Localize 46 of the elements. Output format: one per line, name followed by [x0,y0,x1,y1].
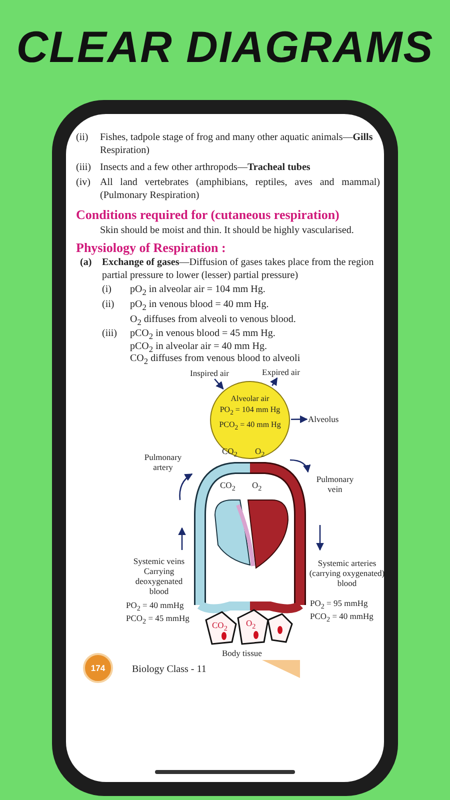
diagram-label: Alveolus [308,414,339,424]
arrow [291,415,308,424]
footer-text: Biology Class - 11 [132,663,208,676]
diagram-label: CO$_{2}$ [212,620,228,634]
diagram-label: Expired air [262,367,300,377]
body-text: pO$_{2}$ in venous blood = 40 mm Hg. [130,298,270,314]
section-heading: Conditions required for (cutaneous respiration) [76,207,340,222]
body-text: O$_{2}$ diffuses from alveoli to venous blood. [130,313,297,329]
body-text: pCO$_{2}$ in venous blood = 45 mm Hg. [130,327,276,342]
diagram-label: Systemic veins Carrying deoxygenated blood [132,556,186,596]
diagram-label: PO$_{2}$ = 104 mm Hg [218,404,282,419]
body-text: Exchange of gases—Diffusion of gases takes place from the region partial pressure to lower (lesser) partial pressure) [102,256,375,282]
diagram-label: O$_{2}$ [246,618,257,632]
diagram-label: O$_{2}$ [255,446,266,460]
list-marker: (iii) [102,327,118,340]
diagram-label: PO$_{2}$ = 95 mmHg [310,598,369,612]
list-marker: (a) [80,256,93,269]
list-marker: (ii) [102,298,116,311]
diagram-label: Alveolar air [230,393,270,404]
list-marker: (i) [102,283,112,296]
diagram-label: CO$_{2}$ [220,480,236,494]
list-marker: (ii) [76,131,90,144]
list-item: All land vertebrates (amphibians, reptiles, aves and mammal) (Pulmonary Respiration) [100,176,380,202]
section-heading: Physiology of Respiration : [76,240,227,255]
list-marker: (iii) [76,161,92,174]
diagram-label: Inspired air [190,368,229,378]
diagram-label: Body tissue [222,648,263,658]
list-marker: (iv) [76,176,92,189]
list-item: Fishes, tadpole stage of frog and many other aquatic animals—Gills Respiration) [100,131,374,157]
diagram-label: Pulmonary vein [315,474,355,494]
page-number: 174 [90,662,106,675]
diagram-label: PCO$_{2}$ = 40 mmHg [310,611,374,625]
body-text: pO$_{2}$ in alveolar air = 104 mm Hg. [130,283,266,299]
body-text: pCO$_{2}$ in alveolar air = 40 mm Hg. [130,340,268,354]
body-text: CO$_{2}$ diffuses from venous blood to alveoli [130,352,302,368]
diagram-label: Systemic arteries (carrying oxygenated) blood [308,558,386,588]
body-text: Skin should be moist and thin. It should be highly vascularised. [100,224,355,237]
diagram-label: O$_{2}$ [252,480,263,494]
diagram-label: PCO$_{2}$ = 45 mmHg [126,613,190,627]
diagram-label: PCO$_{2}$ = 40 mm Hg [218,418,282,434]
heading: CLEAR DIAGRAMS [15,22,435,74]
arrow [214,378,224,390]
list-item: Insects and a few other arthropods—Tracheal tubes [100,161,312,174]
arrow [270,377,278,386]
diagram-label: PO$_{2}$ = 40 mmHg [126,600,185,614]
diagram-label: Pulmonary artery [143,452,183,472]
